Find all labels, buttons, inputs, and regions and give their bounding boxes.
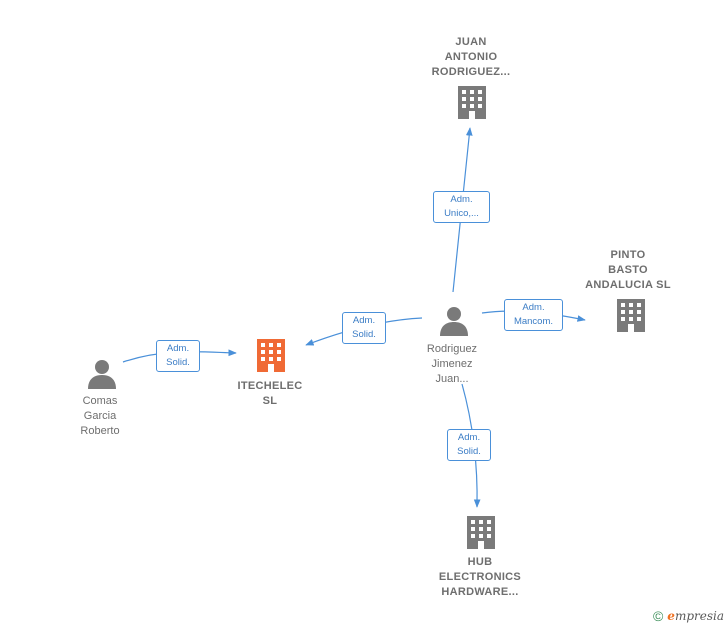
building-icon[interactable] [617,299,645,332]
focus-building-icon[interactable] [257,339,285,372]
edge-label-juan-antonio: Adm. Unico,... [433,191,490,223]
edge-label-hub-electronics: Adm. Solid. [447,429,491,461]
node-label-itechelec[interactable]: ITECHELEC SL [237,380,303,407]
person-icon[interactable] [88,360,116,389]
edge-label-pinto-basto: Adm. Mancom. [504,299,563,331]
node-label-juan-antonio[interactable]: JUAN ANTONIO RODRIGUEZ... [431,36,511,78]
copyright-icon: © [652,608,664,624]
edge-label-itechelec-from-comas: Adm. Solid. [156,340,200,372]
node-label-hub-electronics[interactable]: HUB ELECTRONICS HARDWARE... [438,556,522,598]
building-icon[interactable] [467,516,495,549]
person-icon[interactable] [440,307,468,336]
building-icon[interactable] [458,86,486,119]
footer-brand: © empresia [653,608,724,624]
edge-label-itechelec-from-rodriguez: Adm. Solid. [342,312,386,344]
node-label-comas-garcia[interactable]: Comas Garcia Roberto [80,395,120,437]
node-label-rodriguez-jimenez[interactable]: Rodriguez Jimenez Juan... [426,343,478,385]
node-label-pinto-basto[interactable]: PINTO BASTO ANDALUCIA SL [585,249,671,291]
brand-logo[interactable]: empresia [667,609,724,623]
